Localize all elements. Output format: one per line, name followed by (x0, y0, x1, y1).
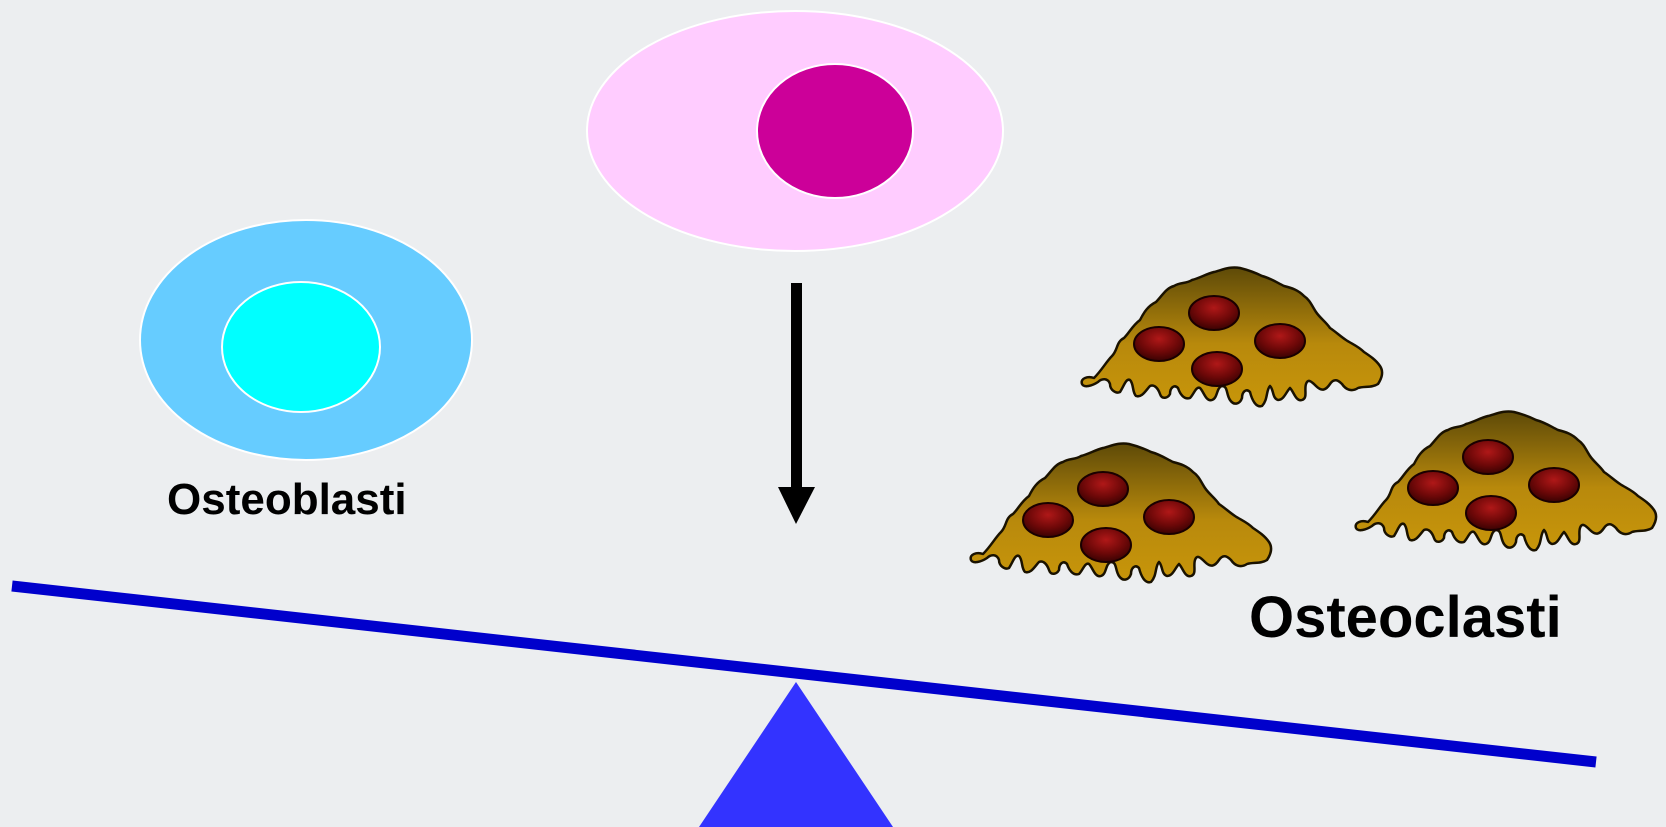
osteoblast-nucleus (221, 281, 381, 413)
osteoclast-cell-icon (969, 442, 1273, 584)
osteoblasti-label: Osteoblasti (167, 475, 407, 524)
osteoblast-cell-icon (139, 219, 473, 461)
arrow-down-icon (778, 283, 815, 524)
osteoclasti-label: Osteoclasti (1249, 585, 1562, 650)
osteoclast-cell-icon (1080, 266, 1384, 408)
precursor-cell-icon (586, 10, 1004, 252)
precursor-nucleus (756, 63, 914, 199)
osteoclast-cell-icon (1354, 410, 1658, 552)
seesaw-beam (11, 580, 1597, 768)
triangle-fulcrum-icon (699, 682, 893, 827)
